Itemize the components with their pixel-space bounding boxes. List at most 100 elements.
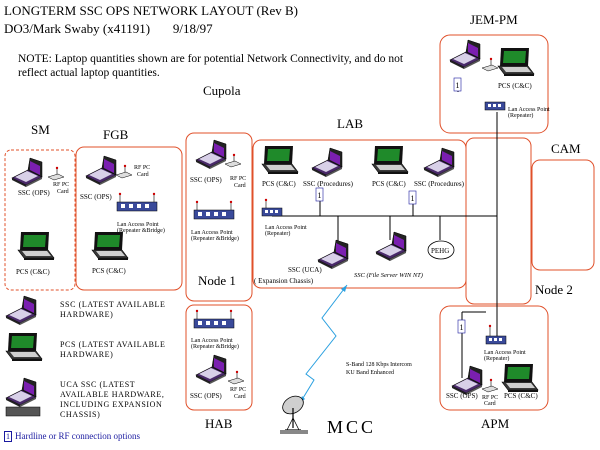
lab-pehg-icon bbox=[427, 240, 455, 260]
hab-ssc-label: SSC (OPS) bbox=[190, 392, 222, 400]
module-label-cam: CAM bbox=[551, 141, 581, 156]
legend-uca-label: UCA SSC (LATEST AVAILABLE HARDWARE, INCL… bbox=[60, 380, 165, 419]
jem-pcs-label: PCS (C&C) bbox=[498, 82, 532, 90]
legend-ssc-icon bbox=[5, 295, 37, 326]
sm-module-outline bbox=[4, 149, 76, 291]
apm-pcs-laptop-icon bbox=[501, 363, 539, 393]
fgb-rf-label-1: RF PC bbox=[134, 165, 150, 171]
fgb-lap-label-1: Lan Access Point bbox=[117, 222, 159, 228]
module-label-cupola: Cupola bbox=[203, 83, 241, 98]
lab-pcs-label-1: PCS (C&C) bbox=[262, 180, 296, 188]
node1-ssc-laptop-icon bbox=[195, 139, 227, 170]
apm-rf-label-2: Card bbox=[484, 401, 496, 407]
apm-lap-label-1: Lan Access Point bbox=[484, 350, 526, 356]
apm-rf-label-1: RF PC bbox=[482, 395, 498, 401]
fgb-ssc-label: SSC (OPS) bbox=[80, 193, 112, 201]
module-label-jem: JEM-PM bbox=[470, 12, 518, 27]
node1-lap-label-2: (Repeater &Bridge) bbox=[191, 235, 239, 242]
fgb-rf-label-2: Card bbox=[137, 172, 149, 178]
node1-rf-label-2: Card bbox=[234, 183, 246, 189]
apm-port-box bbox=[457, 319, 466, 334]
lab-lap-label-2: (Repeater) bbox=[265, 230, 290, 237]
lab-fileserver-laptop-icon bbox=[375, 231, 407, 262]
lab-pehg-label: PEHG bbox=[431, 247, 449, 255]
sm-rf-label-2: Card bbox=[57, 189, 69, 195]
module-label-node1: Node 1 bbox=[198, 273, 236, 288]
jem-ssc-laptop-icon bbox=[449, 39, 481, 70]
lab-ssc-laptop-icon-1 bbox=[311, 147, 343, 178]
mcc-dish-icon bbox=[280, 395, 308, 434]
note-text: NOTE: Laptop quantities shown are for po… bbox=[18, 53, 404, 79]
footer-port-box: 1 bbox=[4, 431, 12, 443]
fgb-lap-label-2: (Repeater &Bridge) bbox=[117, 227, 165, 234]
sm-rf-card-icon bbox=[47, 166, 65, 181]
node1-rf-card-icon bbox=[224, 153, 242, 168]
lab-pcs-laptop-icon-2 bbox=[371, 145, 409, 175]
network-lines bbox=[271, 78, 498, 378]
lab-pcs-label-2: PCS (C&C) bbox=[372, 180, 406, 188]
sband-label-1: S-Band 128 Kbps Intercom bbox=[346, 362, 412, 368]
jem-port-num: 1 bbox=[456, 81, 460, 90]
lab-uca-laptop-icon bbox=[317, 239, 349, 270]
footer-text: Hardline or RF connection options bbox=[15, 431, 140, 441]
apm-module-outline bbox=[439, 305, 549, 411]
jem-lan-access-point-icon bbox=[484, 101, 506, 111]
rf-link-zigzag bbox=[299, 284, 348, 404]
node1-rf-label-1: RF PC bbox=[230, 176, 246, 182]
sband-label-2: KU Band Enhanced bbox=[346, 370, 394, 376]
lab-ssc-proc-label-2: SSC (Procedures) bbox=[414, 180, 465, 188]
node1-ssc-label: SSC (OPS) bbox=[190, 176, 222, 184]
sm-ssc-laptop-icon bbox=[11, 157, 43, 188]
lab-lan-access-point-icon bbox=[261, 207, 283, 217]
apm-ssc-label: SSC (OPS) bbox=[446, 392, 478, 400]
lab-fileserver-label: SSC (File Server WIN NT) bbox=[354, 272, 423, 279]
module-label-hab: HAB bbox=[205, 416, 233, 431]
lab-port-num-1: 1 bbox=[318, 191, 322, 200]
lab-pcs-laptop-icon-1 bbox=[261, 145, 299, 175]
sm-pcs-label: PCS (C&C) bbox=[16, 268, 50, 276]
node1-lap-label-1: Lan Access Point bbox=[191, 230, 233, 236]
lab-expansion-label: ( Expansion Chassis) bbox=[254, 277, 314, 285]
node2-module-outline bbox=[465, 137, 532, 305]
lab-uca-label: SSC (UCA) bbox=[288, 266, 322, 274]
module-label-fgb: FGB bbox=[103, 127, 129, 142]
legend-pcs-icon bbox=[5, 332, 43, 362]
hab-lap-label-1: Lan Access Point bbox=[191, 338, 233, 344]
lab-lap-label-1: Lan Access Point bbox=[265, 225, 307, 231]
lab-port-box-1 bbox=[315, 187, 324, 202]
lab-port-num-2: 1 bbox=[411, 194, 415, 203]
jem-port-box bbox=[453, 77, 462, 92]
legend-uca-icon bbox=[5, 377, 37, 408]
apm-lap-label-2: (Repeater) bbox=[484, 355, 509, 362]
jem-module-outline bbox=[439, 34, 549, 134]
node1-module-outline bbox=[185, 132, 253, 302]
hab-rf-label-1: RF PC bbox=[230, 387, 246, 393]
sm-ssc-label: SSC (OPS) bbox=[18, 189, 50, 197]
fgb-module-outline bbox=[75, 146, 183, 291]
module-label-lab: LAB bbox=[337, 116, 363, 131]
lab-port-box-2 bbox=[408, 190, 417, 205]
hab-ssc-laptop-icon bbox=[195, 354, 227, 385]
apm-lan-access-point-icon bbox=[485, 335, 507, 345]
jem-lap-label-1: Lan Access Point bbox=[508, 107, 550, 113]
sm-rf-label-1: RF PC bbox=[53, 182, 69, 188]
diagram-title: LONGTERM SSC OPS NETWORK LAYOUT (Rev B) bbox=[4, 3, 298, 18]
lab-ssc-proc-label-1: SSC (Procedures) bbox=[303, 180, 354, 188]
apm-rf-card-icon bbox=[481, 378, 499, 393]
lab-ssc-laptop-icon-2 bbox=[423, 147, 455, 178]
apm-port-num: 1 bbox=[460, 323, 464, 332]
legend-pcs-label: PCS (LATEST AVAILABLE HARDWARE) bbox=[60, 340, 166, 359]
fgb-lan-access-point-icon bbox=[116, 192, 158, 212]
apm-pcs-label: PCS (C&C) bbox=[504, 392, 538, 400]
date: 9/18/97 bbox=[172, 21, 213, 36]
hab-rf-label-2: Card bbox=[234, 394, 246, 400]
fgb-pcs-laptop-icon bbox=[91, 231, 129, 261]
module-label-apm: APM bbox=[481, 416, 510, 431]
jem-lap-label-2: (Repeater) bbox=[508, 112, 533, 119]
jem-pcs-laptop-icon bbox=[497, 47, 535, 77]
fgb-rf-card-icon bbox=[115, 164, 133, 179]
fgb-ssc-laptop-icon bbox=[85, 155, 117, 186]
legend-ssc-label: SSC (LATEST AVAILABLE HARDWARE) bbox=[60, 300, 166, 319]
